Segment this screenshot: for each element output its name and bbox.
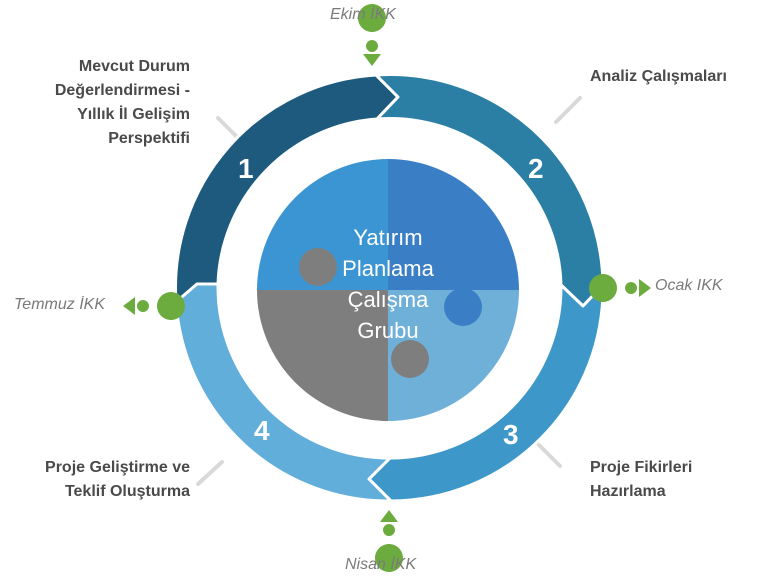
center-title-line: Yatırım [353,225,423,250]
meeting-label-top: Ekim İKK [330,6,396,23]
step-label-3: Proje Fikirleri Hazırlama [590,456,692,504]
location-pin-icon [589,274,651,302]
segment-4 [174,282,393,503]
step-label-line: Proje Fikirleri [590,459,693,476]
center-title-line: Planlama [342,256,434,281]
center-title: Yatırım Planlama Çalışma Grubu [300,222,476,346]
step-label-2: Analiz Çalışmaları [590,65,727,89]
step-label-line: Perspektifi [108,130,190,147]
step-label-line: Mevcut Durum [78,58,190,75]
cycle-ring [174,73,605,503]
step-number-3: 3 [503,419,519,450]
step-label-line: Hazırlama [590,483,666,500]
puzzle-knob-top [392,203,430,241]
step-label-line: Değerlendirmesi - [54,82,190,99]
connector-lines [196,96,582,486]
step-number-2: 2 [528,153,544,184]
step-number-1: 1 [238,153,254,184]
location-pin-icon [374,510,403,572]
step-label-line: Analiz Çalışmaları [590,68,727,85]
puzzle-knob-right [444,288,482,326]
puzzle-center [257,159,519,421]
puzzle-knob-left [299,248,337,286]
connector-line-1 [216,116,238,138]
step-label-line: Yıllık İl Gelişim [77,106,190,123]
step-number-4: 4 [254,415,270,446]
meeting-label-right: Ocak IKK [655,277,723,294]
step-label-line: Teklif Oluşturma [64,483,190,500]
meeting-label-bottom: Nisan İKK [345,556,417,573]
puzzle-knob-bottom [391,340,429,378]
connector-line-4 [196,460,224,486]
connector-line-2 [554,96,582,124]
center-title-line: Çalışma [347,287,429,312]
step-label-1: Mevcut Durum Değerlendirmesi - Yıllık İl… [20,55,190,151]
connector-line-3 [534,440,562,468]
step-label-line: Proje Geliştirme ve [45,459,190,476]
meeting-label-left: Temmuz İKK [14,296,105,313]
location-pin-icon [123,292,185,320]
location-pin-icon [358,4,387,66]
center-title-line: Grubu [357,318,419,343]
step-label-4: Proje Geliştirme ve Teklif Oluşturma [0,456,190,504]
